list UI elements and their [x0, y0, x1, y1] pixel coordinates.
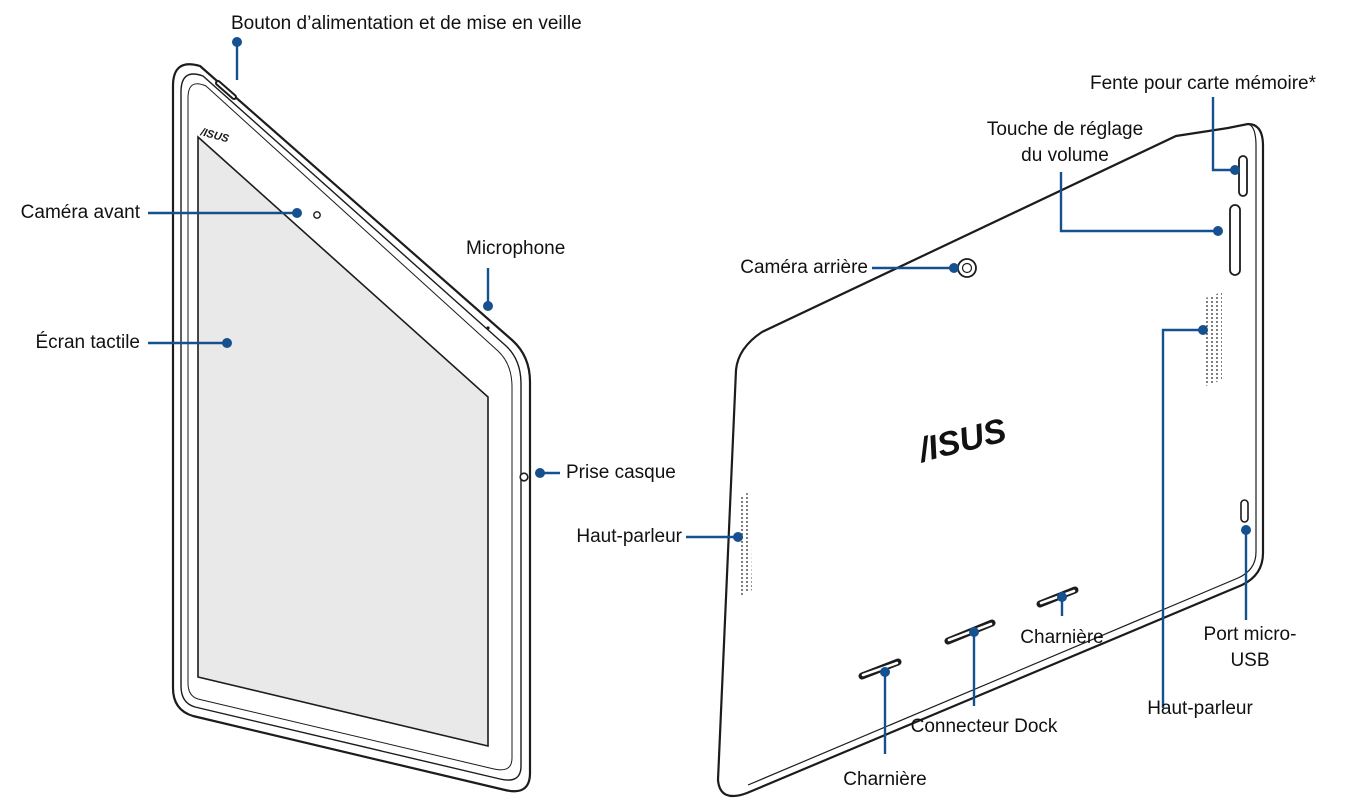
front-camera-lens — [313, 211, 321, 219]
label-touch-screen: Écran tactile — [35, 332, 140, 353]
volume-key-shape — [1229, 204, 1241, 276]
rear-camera-dot — [949, 263, 959, 273]
dock-connector-dot — [969, 627, 979, 637]
touch-screen-dot — [222, 338, 232, 348]
micro-usb-dot — [1241, 525, 1251, 535]
speaker-grille-right — [1206, 292, 1222, 386]
label-volume-key-line1: Touche de réglage — [986, 119, 1144, 140]
microphone-hole — [486, 326, 490, 330]
hinge-left-dot — [880, 667, 890, 677]
back-tablet-body — [716, 122, 1265, 798]
memory-card-dot — [1230, 165, 1240, 175]
rear-camera-lens — [957, 258, 977, 278]
label-front-camera: Caméra avant — [20, 202, 140, 223]
back-tablet-side-edge — [747, 123, 1257, 786]
microphone-dot — [483, 301, 493, 311]
hinge-right-dot — [1057, 592, 1067, 602]
front-tablet-inner-edge — [180, 73, 522, 781]
front-tablet-bezel-line — [187, 83, 513, 771]
leader-lines — [148, 37, 1251, 754]
power-button-dot — [232, 37, 242, 47]
front-camera-dot — [292, 208, 302, 218]
headphone-jack-hole — [519, 472, 529, 482]
speaker-left-dot — [733, 532, 743, 542]
label-speaker-left: Haut-parleur — [576, 526, 682, 547]
speaker-grille-left — [738, 492, 752, 596]
label-rear-camera: Caméra arrière — [740, 257, 868, 278]
label-volume-key-line2: du volume — [1021, 145, 1109, 166]
headphone-jack-dot — [535, 468, 545, 478]
label-headphone-jack: Prise casque — [566, 462, 676, 483]
label-memory-card-slot: Fente pour carte mémoire* — [1090, 73, 1316, 94]
volume-key-dot — [1213, 226, 1223, 236]
memory-card-slot-shape — [1238, 155, 1248, 197]
label-micro-usb-line2: USB — [1230, 650, 1270, 671]
label-speaker-right: Haut-parleur — [1147, 698, 1253, 719]
label-microphone: Microphone — [466, 238, 566, 259]
label-hinge-left: Charnière — [843, 769, 927, 790]
micro-usb-port-shape — [1240, 499, 1249, 523]
touch-screen — [197, 135, 489, 748]
front-tablet: /ISUS — [171, 63, 532, 793]
speaker-right-dot — [1198, 325, 1208, 335]
label-hinge-right: Charnière — [1020, 627, 1104, 648]
label-dock-connector: Connecteur Dock — [910, 716, 1058, 737]
label-power-button: Bouton d’alimentation et de mise en veil… — [231, 13, 582, 34]
back-tablet: /ISUS — [716, 122, 1265, 798]
label-micro-usb-line1: Port micro- — [1203, 624, 1297, 645]
